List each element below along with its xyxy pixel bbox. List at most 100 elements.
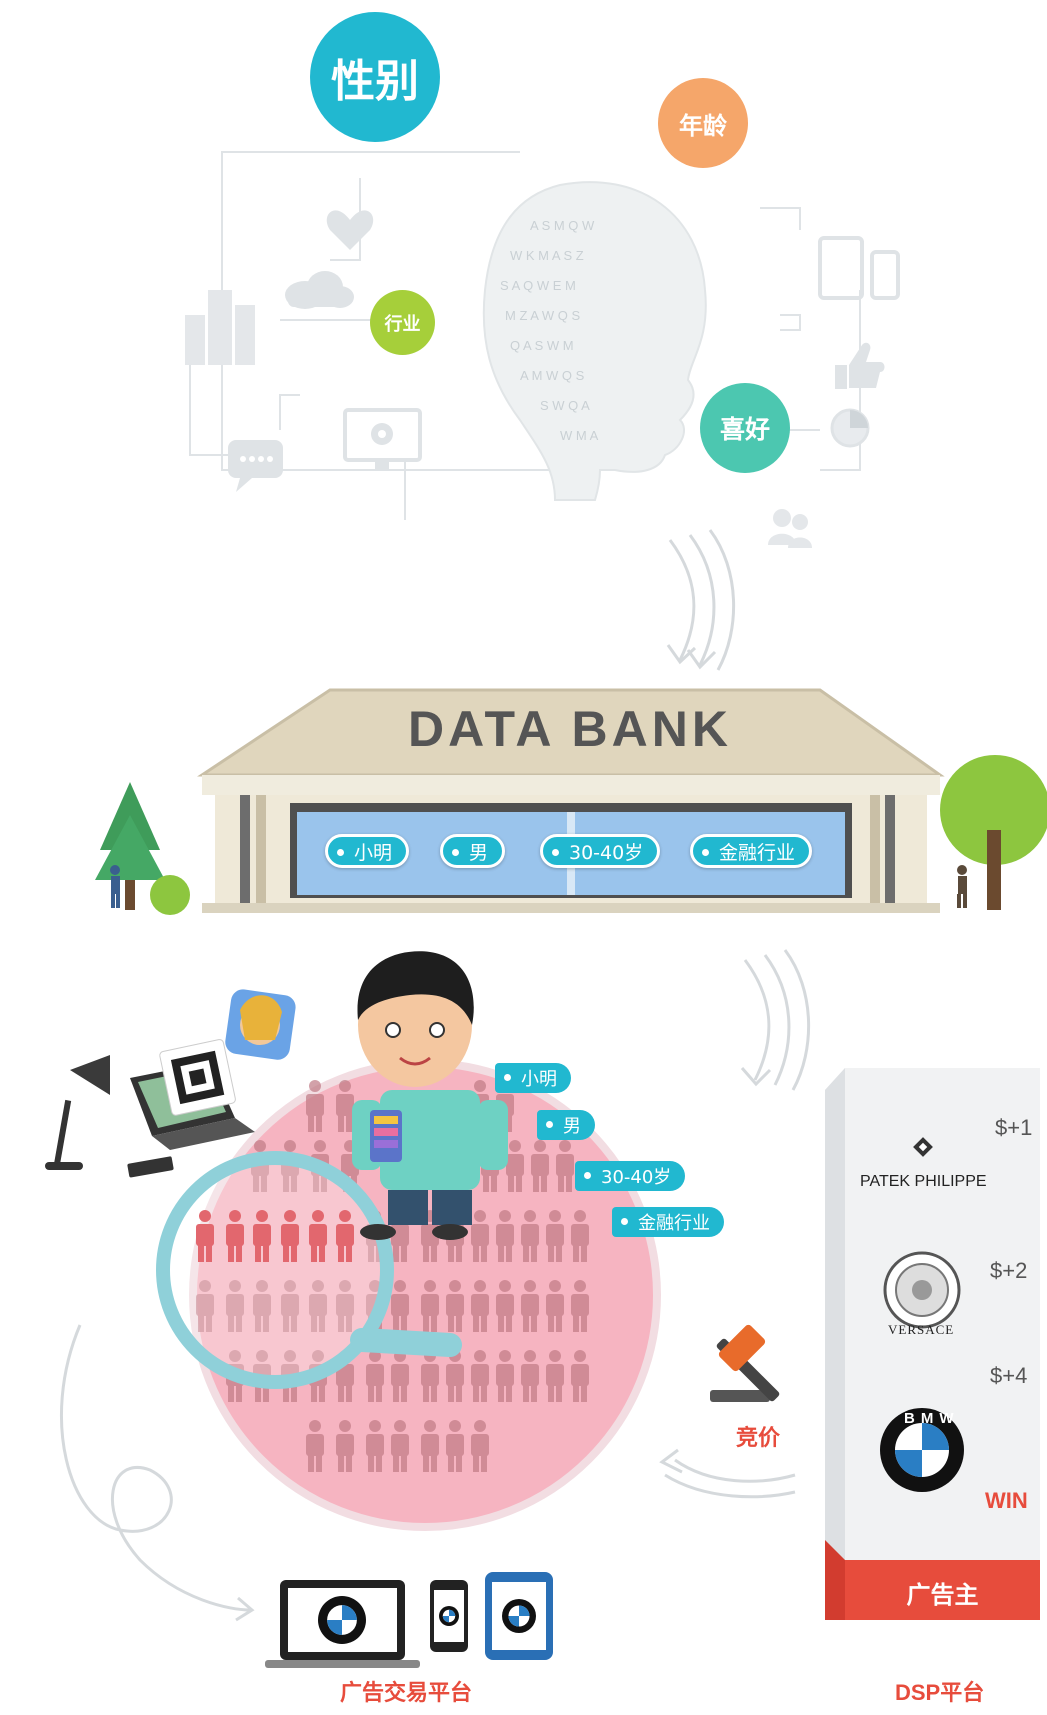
- win-label: WIN: [985, 1488, 1028, 1513]
- pine-tree-icon: [95, 782, 190, 915]
- person-icon: [253, 1280, 271, 1332]
- preference-label: 喜好: [719, 415, 770, 444]
- person-icon: [196, 1280, 214, 1332]
- person-icon: [336, 1080, 354, 1132]
- person-icon: [366, 1420, 384, 1472]
- person-icon: [556, 1140, 574, 1192]
- people-icon: [768, 509, 812, 548]
- person-icon: [309, 1280, 327, 1332]
- walking-person-icon: [957, 865, 967, 908]
- industry-bubble: 行业: [370, 290, 435, 355]
- person-icon: [506, 1140, 524, 1192]
- brand-patek: PATEK PHILIPPE: [860, 1173, 987, 1190]
- buildings-icon: [185, 290, 255, 365]
- pie-chart-icon: [830, 408, 870, 448]
- svg-text:S A Q W E M: S A Q W E M: [500, 278, 576, 293]
- magnifier-icon: [156, 1151, 462, 1389]
- person-icon: [391, 1280, 409, 1332]
- svg-text:A M W Q S: A M W Q S: [520, 368, 585, 383]
- game-app-icon: [225, 989, 296, 1060]
- targeted-person-icon: [309, 1210, 327, 1262]
- targeted-person-icon: [281, 1210, 299, 1262]
- person-icon: [281, 1280, 299, 1332]
- targeted-person-icon: [196, 1210, 214, 1262]
- bidding-label: 竞价: [736, 1426, 781, 1451]
- person-icon: [471, 1280, 489, 1332]
- advertiser-panel: [825, 1068, 1040, 1620]
- svg-text:W M A: W M A: [560, 428, 599, 443]
- head-letters: A S M Q W W K M A S Z S A Q W E M M Z A …: [500, 218, 599, 443]
- person-icon: [531, 1140, 549, 1192]
- person-icon: [471, 1210, 489, 1262]
- cloud-icon: [285, 271, 354, 309]
- user-tag-industry: 金融行业: [612, 1207, 724, 1237]
- bmw-logo-icon: [318, 1596, 536, 1644]
- targeted-person-icon: [253, 1210, 271, 1262]
- person-icon: [496, 1210, 514, 1262]
- bmw-logo-icon: [439, 1606, 459, 1626]
- data-bank-title: DATA BANK: [408, 701, 732, 757]
- patek-philippe-logo-icon: [913, 1137, 933, 1157]
- bmw-logo-icon: [318, 1596, 366, 1644]
- user-tag-name: 小明: [495, 1063, 571, 1093]
- person-icon: [571, 1350, 589, 1402]
- person-icon: [571, 1280, 589, 1332]
- targeted-person-icon: [336, 1210, 354, 1262]
- person-icon: [306, 1420, 324, 1472]
- qr-code-icon: [159, 1039, 236, 1116]
- bank-tag-age: 30-40岁: [540, 834, 661, 868]
- user-character: [352, 951, 508, 1240]
- person-icon: [421, 1420, 439, 1472]
- industry-label: 行业: [384, 313, 421, 335]
- person-icon: [496, 1280, 514, 1332]
- dsp-platform-label: DSP平台: [895, 1680, 985, 1705]
- user-tag-gender: 男: [537, 1110, 595, 1140]
- advertiser-label: 广告主: [906, 1581, 979, 1609]
- versace-logo-icon: [883, 1251, 961, 1329]
- bid-price-versace: $+2: [990, 1258, 1028, 1283]
- svg-text:M Z A W Q S: M Z A W Q S: [505, 308, 580, 323]
- gender-label: 性别: [331, 56, 419, 107]
- person-icon: [391, 1420, 409, 1472]
- arrow-left-icon: [659, 1448, 796, 1499]
- gender-bubble: 性别: [310, 12, 440, 142]
- brand-versace: VERSACE: [888, 1322, 955, 1337]
- person-icon: [306, 1080, 324, 1132]
- loop-arrow-icon: [60, 1324, 255, 1622]
- person-icon: [226, 1280, 244, 1332]
- person-icon: [366, 1350, 384, 1402]
- heart-icon: [326, 210, 374, 250]
- tablet-phone-icon: [818, 236, 900, 300]
- arrow-down-icon: [666, 529, 736, 671]
- person-icon: [546, 1210, 564, 1262]
- bank-tag-name: 小明: [325, 834, 410, 868]
- thumbs-up-icon: [835, 342, 885, 389]
- monitor-settings-icon: [343, 408, 422, 470]
- person-icon: [471, 1420, 489, 1472]
- gavel-icon: [710, 1324, 780, 1402]
- preference-bubble: 喜好: [700, 383, 790, 473]
- person-icon: [336, 1420, 354, 1472]
- bank-tag-gender: 男: [440, 834, 506, 868]
- brand-bmw: BMW: [904, 1410, 960, 1427]
- bmw-logo-icon: [502, 1599, 536, 1633]
- walking-person-icon: [110, 865, 120, 908]
- person-icon: [571, 1210, 589, 1262]
- person-icon: [471, 1350, 489, 1402]
- svg-text:Q A S W M: Q A S W M: [510, 338, 574, 353]
- person-icon: [521, 1210, 539, 1262]
- user-tag-age: 30-40岁: [575, 1161, 686, 1191]
- chat-icon: [228, 440, 283, 492]
- person-icon: [521, 1350, 539, 1402]
- person-icon: [446, 1280, 464, 1332]
- person-icon: [521, 1280, 539, 1332]
- svg-text:S W Q A: S W Q A: [540, 398, 590, 413]
- bid-price-bmw: $+4: [990, 1363, 1028, 1388]
- age-label: 年龄: [679, 111, 727, 140]
- head-icon: [482, 181, 707, 501]
- person-icon: [336, 1280, 354, 1332]
- bank-tag-industry: 金融行业: [690, 834, 813, 868]
- bid-price-patek: $+1: [995, 1115, 1033, 1140]
- svg-text:A S M Q W: A S M Q W: [530, 218, 595, 233]
